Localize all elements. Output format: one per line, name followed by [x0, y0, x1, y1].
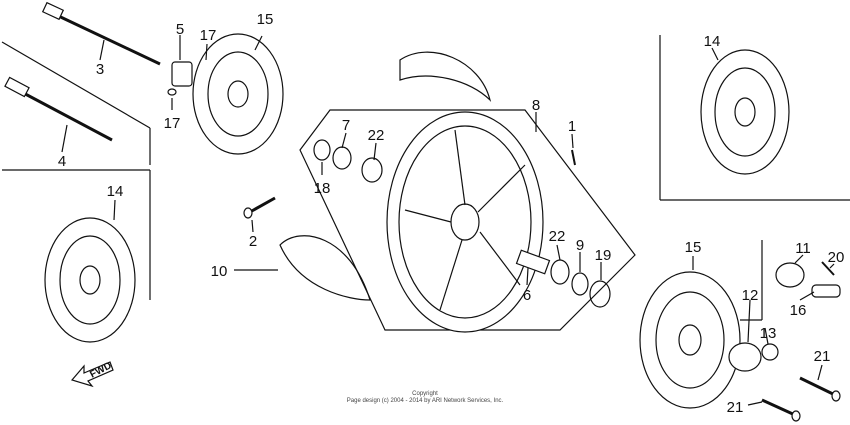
callout-1: 1 — [568, 118, 576, 135]
bearing-7 — [332, 146, 352, 170]
callout-10: 10 — [211, 263, 228, 280]
callout-16: 16 — [790, 302, 807, 319]
axle-holder-shaft — [4, 76, 113, 142]
speedometer-gear — [728, 342, 762, 372]
distance-collar — [515, 249, 551, 275]
callout-22-right: 22 — [549, 228, 566, 245]
tire — [279, 235, 371, 301]
bearing-9 — [571, 272, 589, 296]
callout-15-top: 15 — [257, 11, 274, 28]
brake-disc-left-top — [192, 33, 284, 155]
callout-5: 5 — [176, 21, 184, 38]
callout-15-bottom: 15 — [685, 239, 702, 256]
screw-20 — [821, 261, 835, 276]
section-border — [1, 41, 151, 129]
callout-22-left: 22 — [368, 127, 385, 144]
speedometer-gearbox — [775, 262, 805, 288]
callout-14-right: 14 — [704, 33, 721, 50]
callout-21-right: 21 — [814, 348, 831, 365]
callout-3: 3 — [96, 61, 104, 78]
seal-13 — [761, 343, 779, 361]
callout-9: 9 — [576, 237, 584, 254]
callout-13: 13 — [760, 325, 777, 342]
callout-4: 4 — [58, 153, 66, 170]
bearing-22-left — [361, 157, 383, 183]
retainer-16 — [811, 284, 841, 298]
callout-11: 11 — [795, 240, 811, 257]
callout-17-top: 17 — [200, 27, 217, 44]
callout-2: 2 — [249, 233, 257, 250]
bolt-21-bottom — [761, 398, 801, 422]
brake-disc-right-top — [700, 49, 790, 175]
wheel-assembly-frame — [299, 109, 636, 331]
callout-17-bottom: 17 — [164, 115, 181, 132]
copyright-line-1: Copyright — [412, 391, 438, 397]
bearing-22-right — [550, 259, 570, 285]
nut-lower — [167, 88, 177, 96]
bolt — [243, 196, 276, 219]
dust-seal-19 — [589, 280, 611, 308]
fwd-label: FWD — [88, 360, 113, 380]
forward-arrow-icon — [70, 361, 114, 388]
dust-seal-left — [313, 139, 331, 161]
tire-upper — [399, 51, 492, 102]
callout-labels: 1 2 3 4 5 6 7 8 9 10 11 12 13 14 14 15 1… — [58, 11, 845, 416]
wheel-rim — [386, 111, 544, 333]
bolt-21-right — [799, 376, 841, 402]
screw — [571, 149, 576, 166]
callout-21-bottom: 21 — [727, 399, 744, 416]
brake-disc-left — [44, 217, 136, 343]
callout-7: 7 — [342, 117, 350, 134]
callout-14-left: 14 — [107, 183, 124, 200]
collar — [171, 61, 193, 87]
callout-12: 12 — [742, 287, 759, 304]
callout-19: 19 — [595, 247, 612, 264]
copyright-line-2: Page design (c) 2004 - 2014 by ARI Netwo… — [347, 398, 504, 404]
brake-disc-right-bottom — [639, 271, 741, 409]
callout-20: 20 — [828, 249, 845, 266]
front-axle — [41, 1, 161, 66]
callout-8: 8 — [532, 97, 540, 114]
callout-18: 18 — [314, 180, 331, 197]
callout-6: 6 — [523, 287, 531, 304]
